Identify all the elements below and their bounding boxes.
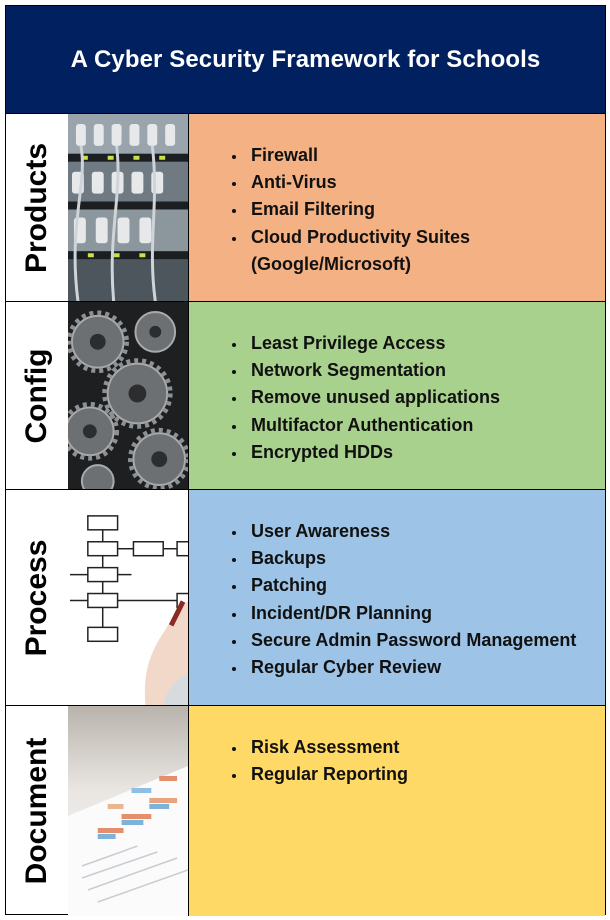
- gears-image: [68, 302, 189, 489]
- section-label-cell: Products: [6, 114, 68, 301]
- section-label-cell: Process: [6, 490, 68, 705]
- list-item: User Awareness: [247, 518, 605, 545]
- section-items-products: Firewall Anti-Virus Email Filtering Clou…: [189, 114, 605, 301]
- section-label-cell: Document: [6, 706, 68, 916]
- section-document: Document: [6, 706, 605, 916]
- list-item-line: (Google/Microsoft): [251, 253, 411, 274]
- list-item: Patching: [247, 572, 605, 599]
- list-item: Regular Cyber Review: [247, 654, 605, 681]
- header-banner: A Cyber Security Framework for Schools: [6, 6, 605, 114]
- hand-drawing-flowchart-image: [68, 490, 189, 705]
- list-item: Encrypted HDDs: [247, 439, 605, 466]
- list-item: Backups: [247, 545, 605, 572]
- list-item: Secure Admin Password Management: [247, 627, 605, 654]
- list-item: Remove unused applications: [247, 384, 605, 411]
- list-item: Firewall: [247, 142, 605, 169]
- section-items-process: User Awareness Backups Patching Incident…: [189, 490, 605, 705]
- report-charts-image: [68, 706, 189, 916]
- section-label-process: Process: [20, 539, 53, 656]
- list-item: Least Privilege Access: [247, 330, 605, 357]
- list-item-line: Cloud Productivity Suites: [251, 226, 471, 247]
- section-config: Config: [6, 302, 605, 490]
- section-process: Process: [6, 490, 605, 706]
- section-items-document: Risk Assessment Regular Reporting: [189, 706, 605, 916]
- list-item: Email Filtering: [247, 196, 605, 223]
- list-item: Network Segmentation: [247, 357, 605, 384]
- section-items-config: Least Privilege Access Network Segmentat…: [189, 302, 605, 489]
- section-label-cell: Config: [6, 302, 68, 489]
- list-item: Multifactor Authentication: [247, 412, 605, 439]
- section-products: Products: [6, 114, 605, 302]
- framework-table: A Cyber Security Framework for Schools P…: [5, 5, 606, 916]
- network-switch-cables-image: [68, 114, 189, 301]
- list-item: Anti-Virus: [247, 169, 605, 196]
- list-item: Incident/DR Planning: [247, 600, 605, 627]
- list-item: Cloud Productivity Suites (Google/Microso…: [247, 224, 605, 278]
- section-label-config: Config: [20, 348, 53, 443]
- page-title: A Cyber Security Framework for Schools: [70, 45, 541, 73]
- section-label-products: Products: [20, 142, 53, 273]
- list-item: Regular Reporting: [247, 761, 605, 788]
- list-item: Risk Assessment: [247, 734, 605, 761]
- section-label-document: Document: [20, 737, 53, 885]
